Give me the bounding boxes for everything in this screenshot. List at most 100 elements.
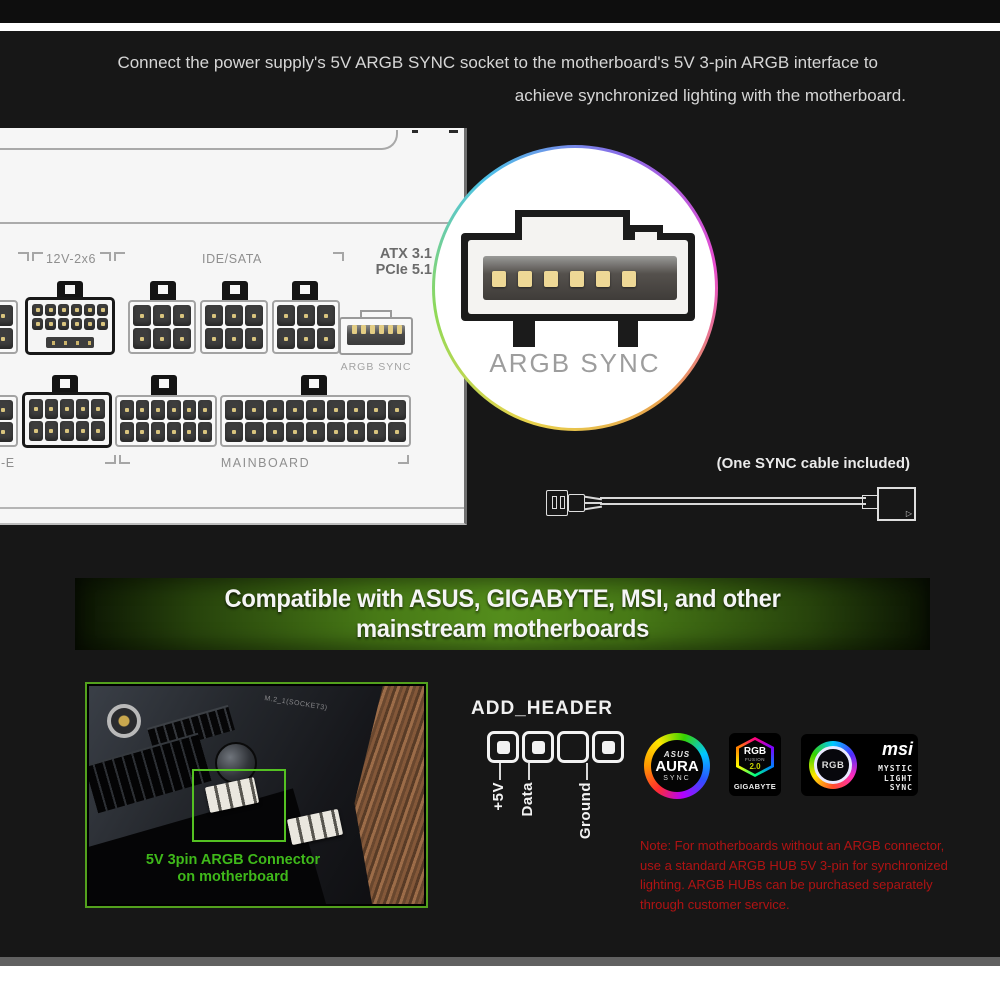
- connector-partial: [0, 300, 18, 354]
- cable-wire: [584, 502, 602, 504]
- label-atx-pcie: ATX 3.1 PCIe 5.1: [340, 246, 432, 278]
- pin-grid: [32, 304, 108, 330]
- pin-cell: [97, 318, 108, 330]
- pin-cell: [29, 399, 43, 419]
- pin-cell: [317, 305, 335, 326]
- pin-cell: [182, 400, 197, 420]
- pin-cell: [44, 421, 59, 441]
- pin-cell: [182, 422, 197, 442]
- pin-cell: [225, 305, 243, 326]
- connector-partial: [0, 395, 18, 447]
- gold-pin: [570, 271, 584, 287]
- pin-label-ground: Ground: [577, 782, 594, 840]
- sync-line: SYNC: [889, 783, 913, 792]
- pin-cell: [205, 305, 223, 326]
- pin-grid: [277, 305, 335, 349]
- crop-mark: [398, 455, 409, 464]
- argb-connector-highlight-box: [192, 769, 286, 842]
- psu-bottom-line: [0, 507, 464, 509]
- argb-pin: [361, 325, 366, 334]
- mystic-line: MYSTIC: [878, 764, 913, 773]
- cable-connector-right: ▷: [877, 487, 916, 521]
- pin-cell: [58, 304, 69, 316]
- footnote-line-3: lighting. ARGB HUBs can be purchased sep…: [640, 877, 933, 892]
- connector-mb-12pin: [115, 395, 217, 447]
- pin-cell: [153, 305, 171, 326]
- pin-grid: [29, 399, 105, 441]
- banner-line-1: Compatible with ASUS, GIGABYTE, MSI, and…: [224, 585, 781, 613]
- cable-plug-left: [546, 490, 568, 516]
- screw-standoff: [107, 704, 141, 738]
- cable-plug-slot: [552, 496, 557, 509]
- crop-mark: [100, 252, 111, 261]
- footnote-line-4: through customer service.: [640, 896, 790, 912]
- connector-clip: [222, 281, 248, 301]
- pin-cell: [245, 422, 264, 442]
- pin-label-5v: +5V: [490, 782, 507, 811]
- label-mainboard: MAINBOARD: [220, 456, 311, 470]
- pin-cell: [245, 328, 263, 349]
- pin-cell: [167, 422, 181, 442]
- pin-cell: [71, 318, 82, 330]
- pin-cell: [135, 400, 150, 420]
- label-atx: ATX 3.1: [379, 246, 432, 262]
- pin-cell: [326, 422, 345, 442]
- pin-cell: [277, 328, 295, 349]
- zoom-circle-rainbow-ring: ARGB SYNC: [432, 145, 718, 431]
- pin-cell: [326, 400, 345, 420]
- pin-cell: [133, 328, 151, 349]
- pin-grid: [205, 305, 263, 349]
- banner-text: Compatible with ASUS, GIGABYTE, MSI, and…: [96, 578, 908, 650]
- pin-cell: [225, 400, 244, 420]
- psu-top-corner-curve: [380, 130, 398, 150]
- pin-cell: [167, 400, 181, 420]
- gold-pin: [492, 271, 506, 287]
- pin-cell: [135, 422, 150, 442]
- connector-pcie-2: [200, 300, 268, 354]
- argb-pin: [370, 325, 375, 334]
- pin-cell: [44, 399, 59, 419]
- pin-cell: [91, 421, 105, 441]
- pin-box-data: [522, 731, 554, 763]
- pin-cell: [347, 422, 366, 442]
- cable-sleeve: [600, 497, 866, 505]
- light-line: LIGHT: [883, 773, 913, 783]
- pin-cell: [265, 400, 284, 420]
- pin-cell: [32, 318, 43, 330]
- pin-cell: [198, 422, 212, 442]
- pin-cell: [387, 422, 406, 442]
- pin-cell: [0, 328, 13, 349]
- pin-cell: [120, 422, 134, 442]
- pin-cell: [151, 400, 165, 420]
- pin-cell: [387, 400, 406, 420]
- capacitor: [215, 742, 257, 784]
- label-argb-sync: ARGB SYNC: [340, 361, 412, 373]
- sense-pin-slot: [46, 337, 94, 348]
- psu-notch-tick: [412, 130, 418, 133]
- pin-grid: [0, 305, 13, 349]
- connector-clip: [151, 375, 177, 395]
- pin-box-5v: [487, 731, 519, 763]
- connector-mb-18pin: [220, 395, 411, 447]
- gold-pin: [596, 271, 610, 287]
- logo-msi-mystic-light: RGB msi MYSTIC LIGHT SYNC: [801, 734, 918, 796]
- bottom-gray-strip: [0, 957, 1000, 966]
- pin-stem: [499, 763, 501, 780]
- mystic-light-sync-wordmark: MYSTIC LIGHT SYNC: [859, 764, 913, 793]
- label-ide-sata: IDE/SATA: [202, 252, 262, 266]
- photo-caption-line-1: 5V 3pin ARGB Connector: [145, 852, 321, 868]
- zoom-circle-label: ARGB SYNC: [489, 348, 661, 378]
- pin-label-data: Data: [519, 782, 536, 817]
- pin-stem: [586, 763, 588, 780]
- crop-mark: [333, 252, 344, 261]
- pin-cell: [286, 422, 305, 442]
- connector-clip: [150, 281, 176, 301]
- pin-cell: [32, 304, 43, 316]
- pin-cell: [367, 400, 386, 420]
- connector-clip: [292, 281, 318, 301]
- fusion-wordmark: FUSION: [744, 757, 765, 762]
- psu-notch-tick: [449, 130, 458, 133]
- rgb-wordmark: RGB: [821, 759, 845, 771]
- header-line-2: achieve synchronized lighting with the m…: [514, 86, 906, 105]
